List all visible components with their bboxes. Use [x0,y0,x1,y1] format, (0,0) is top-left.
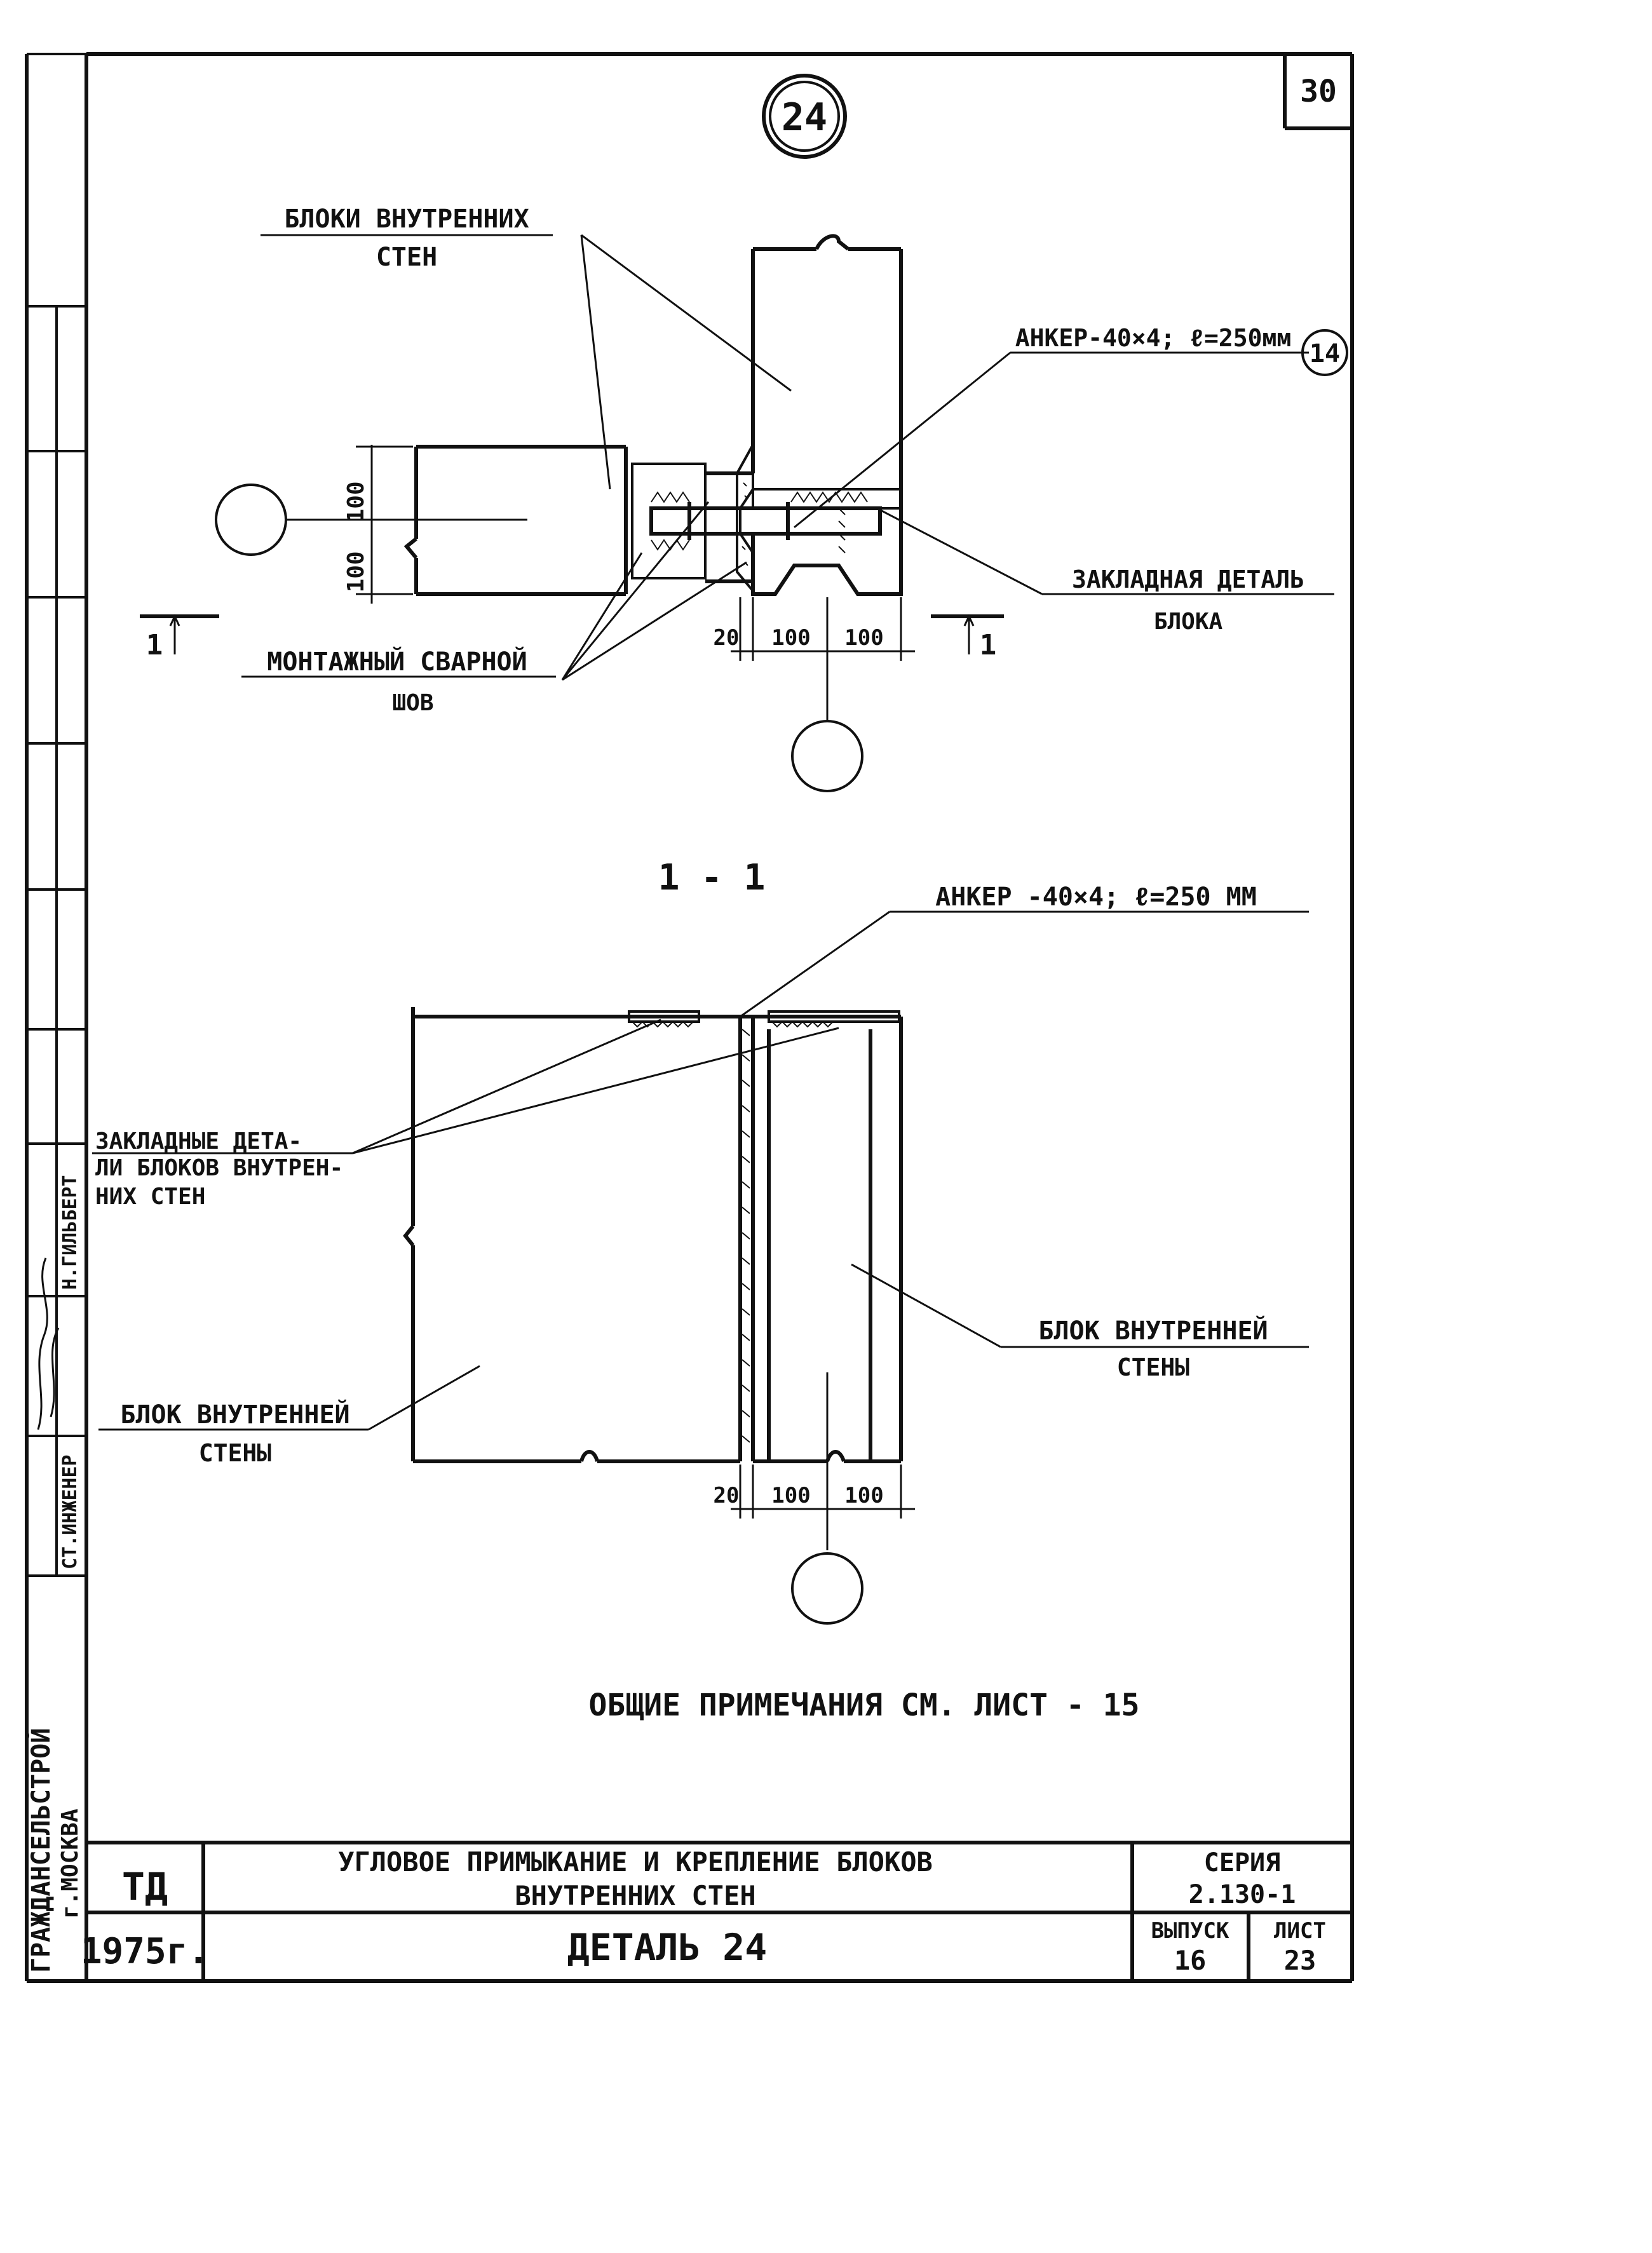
section-anchor-label: АНКЕР -40×4; ℓ=250 ММ [935,883,1257,912]
plan-inner-blocks-label-2: СТЕН [376,243,437,272]
series-label: СЕРИЯ [1204,1848,1280,1878]
plan-view [140,234,1348,792]
sheet-page-number: 30 [1300,74,1337,109]
section-dim-2: 100 [771,1483,810,1508]
detail-number-inner-circle [769,81,840,152]
side-stamp [27,305,86,1577]
plan-dim-vertical-2: 100 [343,551,369,592]
plan-dim-horizontal-1: 20 [714,625,740,651]
plan-anchor-ref: 14 [1310,339,1340,369]
section-embedded-label-1: ЗАКЛАДНЫЕ ДЕТА- [95,1128,302,1154]
title-block [86,1841,1352,1981]
section-title: 1 - 1 [658,857,766,898]
title-line-2: ВНУТРЕННИХ СТЕН [515,1880,755,1911]
general-notes: ОБЩИЕ ПРИМЕЧАНИЯ СМ. ЛИСТ - 15 [589,1688,1140,1723]
sheet-label: ЛИСТ [1274,1918,1326,1944]
plan-dim-horizontal-2: 100 [771,625,810,651]
detail-number-circle [762,74,847,159]
plan-embedded-part-label-2: БЛОКА [1154,609,1223,635]
stamp-signature [37,1257,60,1430]
issue-value: 16 [1174,1945,1207,1976]
section-right-block-label-1: БЛОК ВНУТРЕННЕЙ [1038,1315,1268,1346]
title-code: ТД [122,1865,168,1909]
section-mark-right: 1 [980,629,997,661]
section-left-block-label-2: СТЕНЫ [199,1439,272,1467]
stamp-city: г.МОСКВА [57,1808,83,1919]
plan-inner-blocks-label-1: БЛОКИ ВНУТРЕННИХ [284,205,529,234]
sheet-frame [25,52,1354,1983]
plan-dim-horizontal-3: 100 [844,625,883,651]
detail-name: ДЕТАЛЬ 24 [567,1926,767,1969]
section-embedded-label-2: ЛИ БЛОКОВ ВНУТРЕН- [95,1155,343,1181]
section-dim-1: 20 [714,1483,740,1508]
section-dim-3: 100 [844,1483,883,1508]
sheet-value: 23 [1284,1945,1317,1976]
plan-embedded-part-label-1: ЗАКЛАДНАЯ ДЕТАЛЬ [1072,565,1304,593]
plan-weld-label-1: МОНТАЖНЫЙ СВАРНОЙ [267,646,527,677]
section-left-block-label-1: БЛОК ВНУТРЕННЕЙ [120,1399,349,1430]
title-line-1: УГЛОВОЕ ПРИМЫКАНИЕ И КРЕПЛЕНИЕ БЛОКОВ [338,1846,933,1878]
section-right-block-label-2: СТЕНЫ [1117,1353,1190,1381]
year: 1975г. [81,1931,209,1972]
stamp-organization: ГРАЖДАНСЕЛЬСТРОЙ [25,1728,56,1973]
section-embedded-label-3: НИХ СТЕН [95,1184,205,1210]
plan-anchor-label: АНКЕР-40×4; ℓ=250мм [1015,324,1292,352]
stamp-name: Н.ГИЛЬБЕРТ [59,1175,81,1290]
section-mark-left: 1 [146,629,163,661]
plan-weld-label-2: ШОВ [392,690,433,716]
issue-label: ВЫПУСК [1151,1918,1229,1944]
section-view [92,910,1309,1625]
plan-dim-vertical-1: 100 [343,481,369,522]
stamp-role: СТ.ИНЖЕНЕР [59,1454,81,1569]
series-value: 2.130-1 [1189,1880,1296,1909]
detail-number: 24 [782,95,827,140]
